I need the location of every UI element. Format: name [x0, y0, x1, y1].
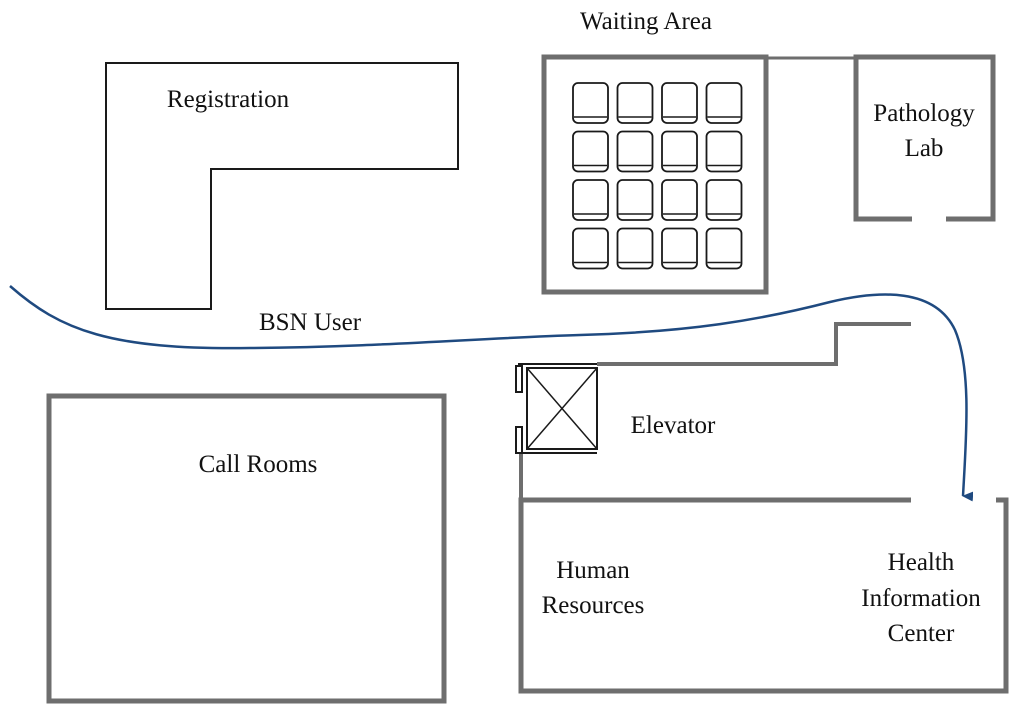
waiting-seat [705, 227, 743, 270]
elevator-cross-2 [526, 367, 598, 450]
waiting-seat [616, 82, 654, 124]
seat-cushion [572, 130, 609, 173]
waiting-seat [661, 179, 698, 221]
pathology-lab-label-line1: Pathology [873, 100, 975, 127]
waiting-seat [572, 227, 609, 270]
elevator: Elevator [515, 363, 716, 454]
waiting-area-wall [541, 54, 769, 295]
waiting-seat [572, 179, 609, 221]
seat-cushion [705, 130, 743, 173]
waiting-seat [661, 227, 698, 270]
human-resources-label-line2: Resources [542, 592, 645, 619]
elevator-shaft [526, 367, 598, 450]
waiting-seat [616, 179, 654, 221]
offices-block-wall [518, 497, 1009, 694]
seat-cushion [572, 82, 609, 124]
seat-cushion [616, 82, 654, 124]
health-information-center-label-line3: Center [888, 620, 955, 647]
seat-cushion [572, 179, 609, 221]
call-rooms-label: Call Rooms [199, 451, 318, 478]
seat-grid [572, 82, 743, 270]
human-resources-label-line1: Human [556, 557, 630, 584]
seat-cushion [616, 227, 654, 270]
waiting-seat [572, 82, 609, 124]
elevator-label: Elevator [631, 412, 716, 439]
health-information-center-label-line2: Information [861, 585, 981, 612]
registration-outline [105, 62, 459, 310]
waiting-seat [661, 82, 698, 124]
waiting-area-label: Waiting Area [580, 8, 712, 35]
seat-cushion [661, 82, 698, 124]
waiting-seat [705, 179, 743, 221]
call-rooms-wall [46, 393, 447, 704]
waiting-seat [616, 227, 654, 270]
waiting-area: Waiting Area [541, 8, 769, 295]
bsn-user-label: BSN User [259, 309, 362, 336]
seat-cushion [616, 179, 654, 221]
seat-cushion [661, 130, 698, 173]
seat-cushion [661, 227, 698, 270]
seat-cushion [572, 227, 609, 270]
health-information-center-label-line1: Health [888, 549, 955, 576]
waiting-seat [661, 130, 698, 173]
seat-cushion [705, 82, 743, 124]
pathology-lab: Pathology Lab [853, 54, 996, 222]
pathology-lab-wall [853, 54, 996, 222]
elevator-door-lower [515, 426, 523, 454]
seat-cushion [705, 179, 743, 221]
bsn-user-path: BSN User [9, 285, 974, 502]
call-rooms: Call Rooms [46, 393, 447, 704]
pathology-lab-label-line2: Lab [905, 135, 944, 162]
waiting-seat [705, 130, 743, 173]
registration-label: Registration [167, 86, 290, 113]
seat-cushion [661, 179, 698, 221]
bsn-user-path-line [9, 285, 974, 502]
waiting-seat [705, 82, 743, 124]
waiting-seat [616, 130, 654, 173]
corridor-wall-upper [597, 322, 911, 366]
registration-area: Registration [105, 62, 459, 310]
seat-cushion [616, 130, 654, 173]
elevator-door-upper [515, 365, 523, 393]
offices-block: Human Resources Health Information Cente… [518, 497, 1009, 694]
waiting-seat [572, 130, 609, 173]
seat-cushion [705, 227, 743, 270]
